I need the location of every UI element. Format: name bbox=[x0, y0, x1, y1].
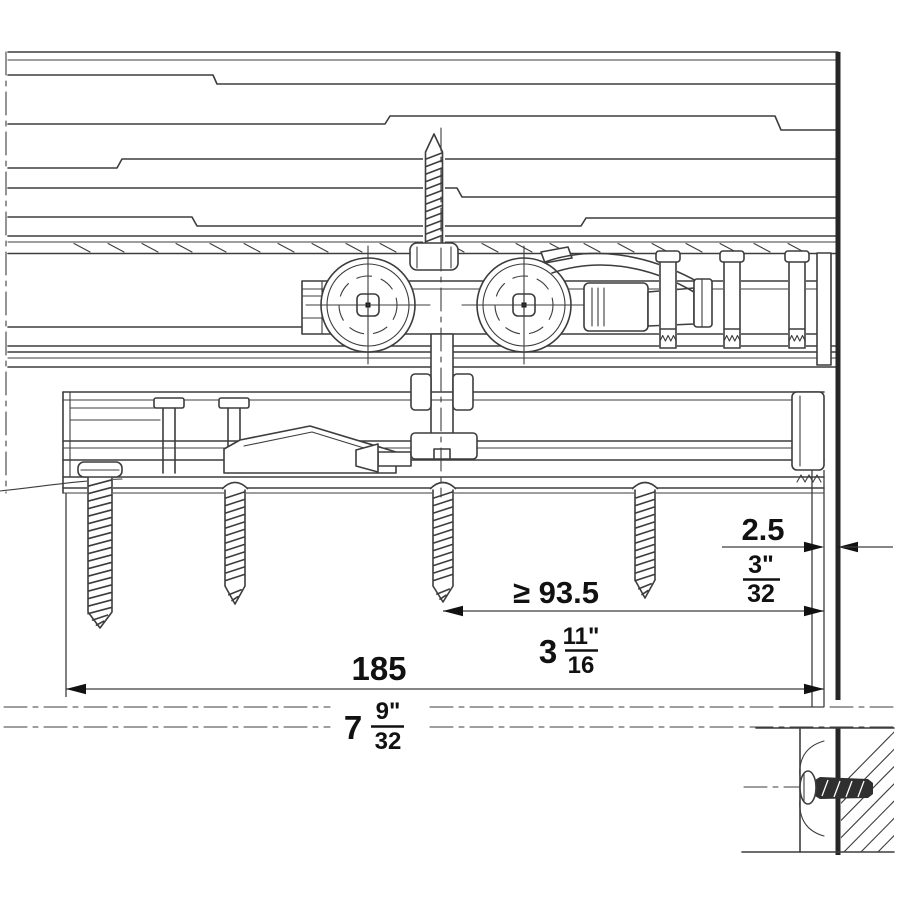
track-end-plate bbox=[816, 252, 832, 366]
screw-3-head bbox=[429, 481, 457, 490]
panel-screw-thread bbox=[815, 777, 873, 799]
panel-centerlines bbox=[3, 706, 894, 728]
dim-overall-imp-num: 9" bbox=[376, 698, 401, 725]
ceiling-fastening-screw bbox=[409, 132, 459, 271]
dim-gap-metric: 2.5 bbox=[741, 512, 784, 547]
adjustment-screw-head bbox=[355, 443, 379, 473]
track-end-cap bbox=[791, 391, 825, 483]
soft-close-damper bbox=[583, 282, 695, 332]
dimension-gap-2-5: 2.5 3" 32 bbox=[722, 512, 893, 608]
dim-min-imp-whole: 3 bbox=[539, 633, 557, 670]
screw-4-head bbox=[631, 481, 659, 490]
panel-screw-head bbox=[799, 770, 817, 805]
dim-min-imp-num: 11" bbox=[563, 623, 600, 650]
screw-2-head bbox=[221, 481, 249, 490]
mounting-clip bbox=[153, 397, 250, 474]
mounting-screws bbox=[77, 461, 659, 629]
adjustment-screw-shaft bbox=[377, 451, 412, 467]
roller-wheel-front bbox=[305, 245, 431, 365]
lower-track bbox=[62, 391, 825, 494]
roller-wheel-rear bbox=[461, 245, 587, 365]
crosshair-rear bbox=[461, 245, 587, 365]
upper-track bbox=[7, 326, 839, 368]
dim-overall-imp-den: 32 bbox=[375, 728, 402, 755]
door-panel-section bbox=[741, 727, 895, 853]
dim-gap-imp-num: 3" bbox=[748, 551, 774, 579]
dim-overall-imp-whole: 7 bbox=[344, 709, 362, 746]
adjustment-wedge bbox=[223, 425, 412, 474]
dim-min-metric: ≥ 93.5 bbox=[513, 575, 599, 610]
suspension-bolts bbox=[655, 250, 810, 349]
dim-min-imp-den: 16 bbox=[568, 652, 595, 679]
dimension-overall-185: 185 7 9" 32 bbox=[66, 650, 824, 755]
screw-retainer-cup bbox=[409, 242, 459, 271]
damper-lever-arm bbox=[540, 246, 713, 328]
hanger-bracket bbox=[410, 373, 478, 460]
thread-marks bbox=[796, 474, 822, 483]
dim-overall-metric: 185 bbox=[351, 650, 406, 687]
crosshair-front bbox=[305, 245, 431, 365]
wood-ceiling-section bbox=[7, 51, 839, 237]
drill-pocket bbox=[799, 740, 825, 837]
dim-gap-imp-den: 32 bbox=[747, 580, 775, 608]
dimension-min-93-5: ≥ 93.5 3 11" 16 bbox=[443, 575, 824, 679]
